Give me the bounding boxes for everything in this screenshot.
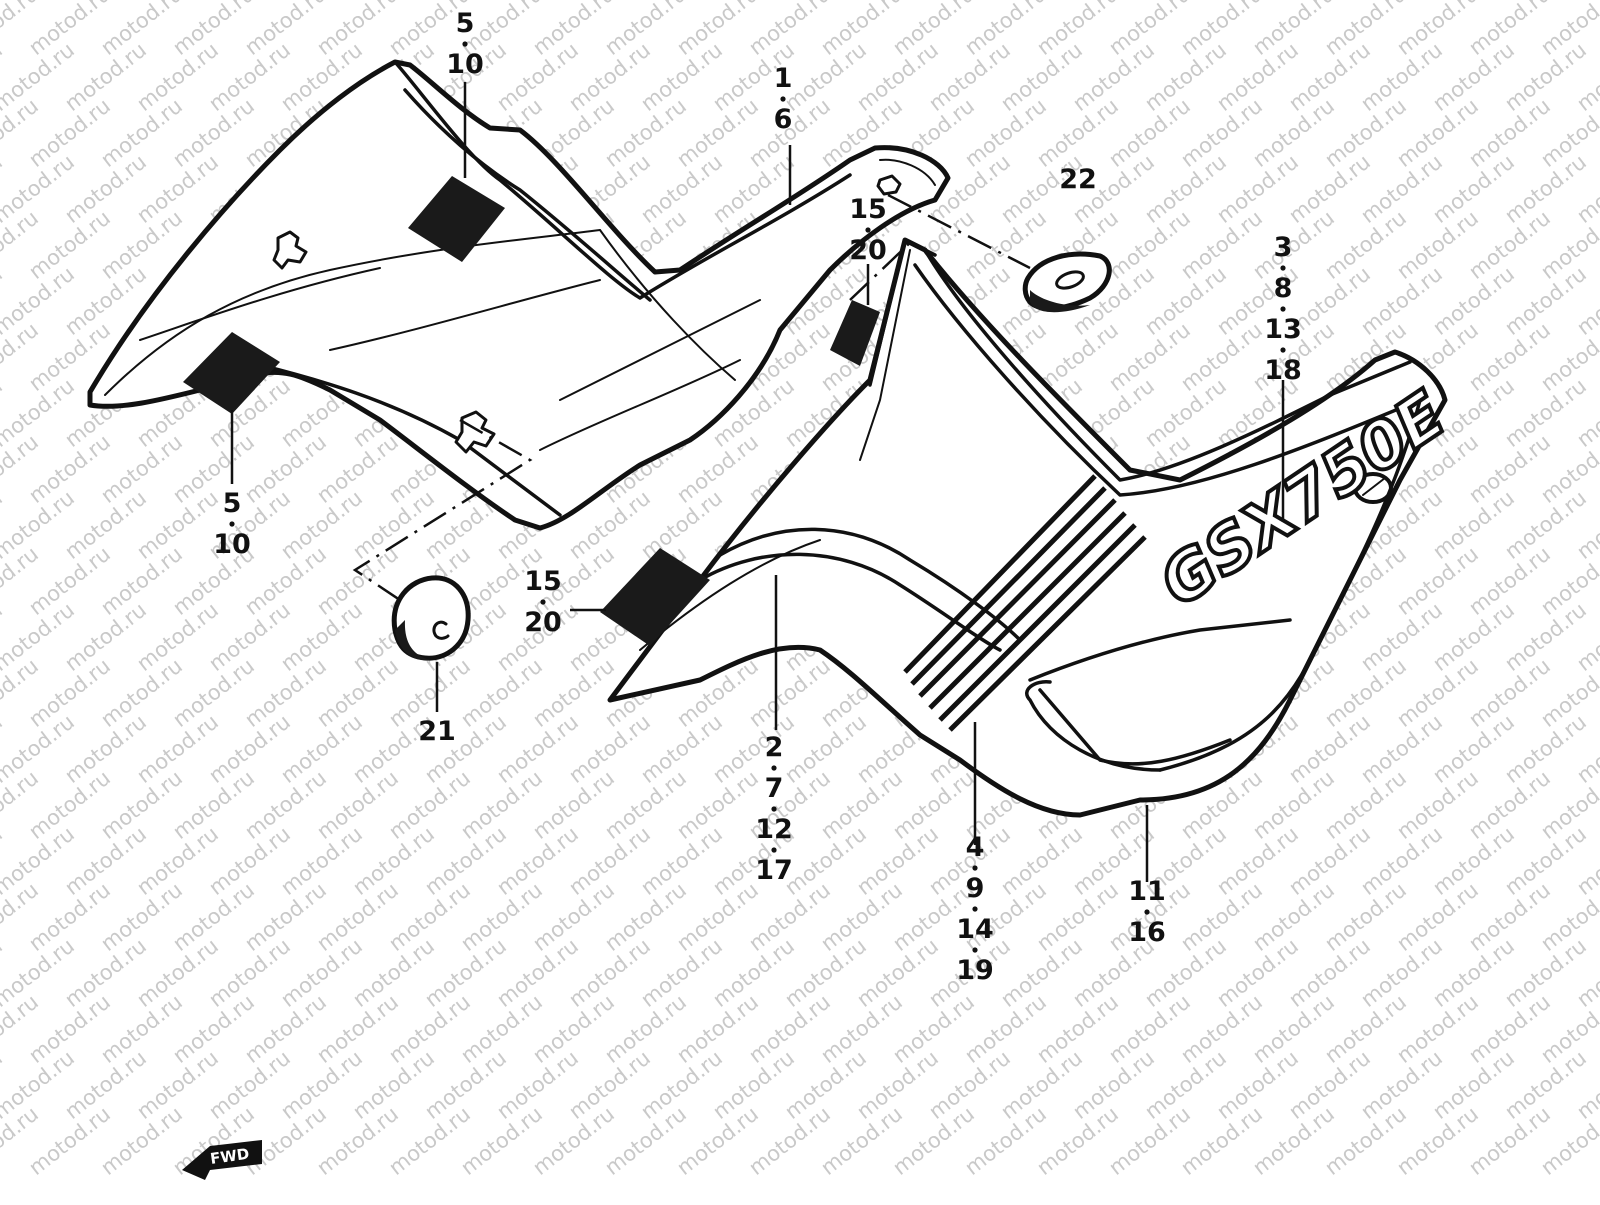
callout-separator-dot (771, 806, 777, 812)
side-cover (600, 237, 1448, 818)
callout-separator-dot (972, 906, 978, 912)
callout-number: 15 (524, 566, 562, 597)
watermark-text: motod.ru (1572, 0, 1600, 4)
callout-separator-dot (780, 96, 786, 102)
seat-tail-cover (87, 59, 951, 531)
callout-separator-dot (1280, 265, 1286, 271)
fwd-arrow-label: FWD (209, 1145, 250, 1168)
callout-number: 15 (849, 194, 887, 225)
callout-separator-dot (972, 947, 978, 953)
callout-number: 1 (774, 63, 793, 94)
callout-separator-dot (229, 521, 235, 527)
callout-number: 4 (966, 832, 985, 863)
callout-separator-dot (1280, 347, 1286, 353)
callout-number: 21 (418, 716, 456, 747)
callout-separator-dot (771, 847, 777, 853)
callout-number: 8 (1274, 273, 1293, 304)
leader-lines (230, 82, 1285, 882)
callout-number: 22 (1059, 164, 1097, 195)
callout-number: 16 (1128, 917, 1166, 948)
callout-number: 2 (765, 732, 784, 763)
callout-number: 10 (213, 529, 251, 560)
callout-number: 5 (456, 8, 475, 39)
callout-number: 13 (1264, 314, 1302, 345)
callout-number: 3 (1274, 232, 1293, 263)
grommet-21 (391, 575, 471, 661)
callout-number: 10 (446, 49, 484, 80)
callout-separator-dot (771, 765, 777, 771)
callout-separator-dot (462, 41, 468, 47)
callout-number: 11 (1128, 876, 1166, 907)
callout-number: 20 (524, 607, 562, 638)
callout-number: 7 (765, 773, 784, 804)
callout-number: 17 (755, 855, 793, 886)
callout-number: 5 (223, 488, 242, 519)
callout-separator-dot (540, 599, 546, 605)
fwd-arrow-icon: FWD (182, 1140, 262, 1180)
grommet-22 (1022, 251, 1112, 313)
callout-separator-dot (1280, 306, 1286, 312)
callout-number: 14 (956, 914, 994, 945)
callout-number: 9 (966, 873, 985, 904)
callout-separator-dot (865, 227, 871, 233)
callout-number: 12 (755, 814, 793, 845)
callout-separator-dot (972, 865, 978, 871)
callout-number: 19 (956, 955, 994, 986)
callout-number: 20 (849, 235, 887, 266)
callout-number: 6 (774, 104, 793, 135)
callout-labels: 1651051015201520222138131827121749141911… (213, 8, 1302, 986)
callout-separator-dot (1144, 909, 1150, 915)
callout-number: 18 (1264, 355, 1302, 386)
